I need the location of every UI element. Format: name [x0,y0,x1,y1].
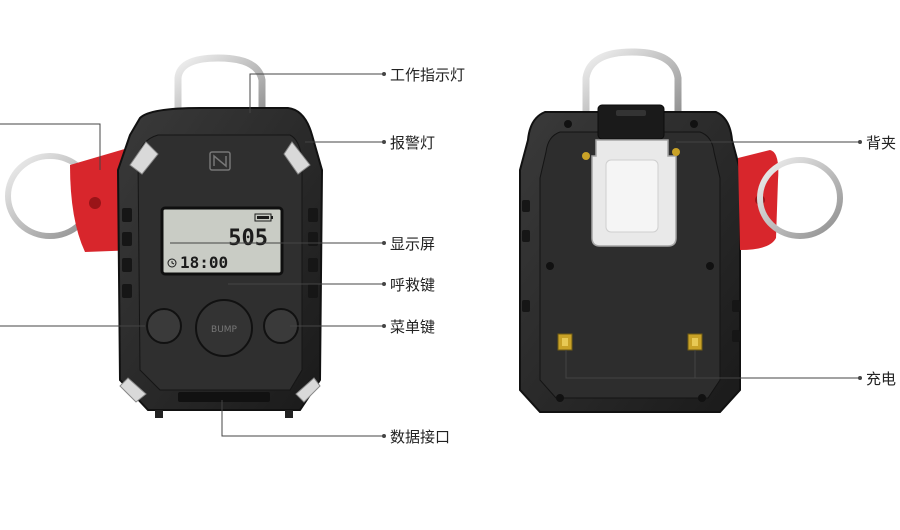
alarm-light-top-left [129,141,159,175]
callout-lines [0,72,862,438]
back-key-ring [757,157,843,239]
call-key-center[interactable] [195,299,253,357]
center-button-mark: BUMP [211,325,238,335]
back-d-ring [582,48,682,120]
label-menu-key: 菜单键 [390,318,435,336]
alarm-light-bottom-right [295,377,321,403]
call-key-left[interactable] [146,308,182,344]
front-view: 505 18:00 BUMP [5,54,324,418]
label-call-key: 呼救键 [390,276,435,294]
label-alarm-light: 报警灯 [390,134,435,152]
back-view [519,48,843,413]
battery-icon [254,213,273,222]
back-clip [582,139,680,247]
data-port [178,392,270,402]
lcd-time: 18:00 [180,253,228,272]
charging-contacts [557,333,703,351]
label-work-indicator: 工作指示灯 [390,66,465,84]
lcd-display [160,206,284,276]
alarm-light-bottom-left [119,377,147,403]
label-display: 显示屏 [390,235,435,253]
front-d-ring [174,54,266,120]
nfc-icon [209,151,231,171]
alarm-light-top-right [283,141,311,175]
clock-icon [167,258,177,268]
label-back-clip: 背夹 [866,134,896,152]
lcd-reading: 505 [228,226,268,251]
label-data-port: 数据接口 [390,428,450,446]
label-charge-port: 充电 [866,370,896,388]
